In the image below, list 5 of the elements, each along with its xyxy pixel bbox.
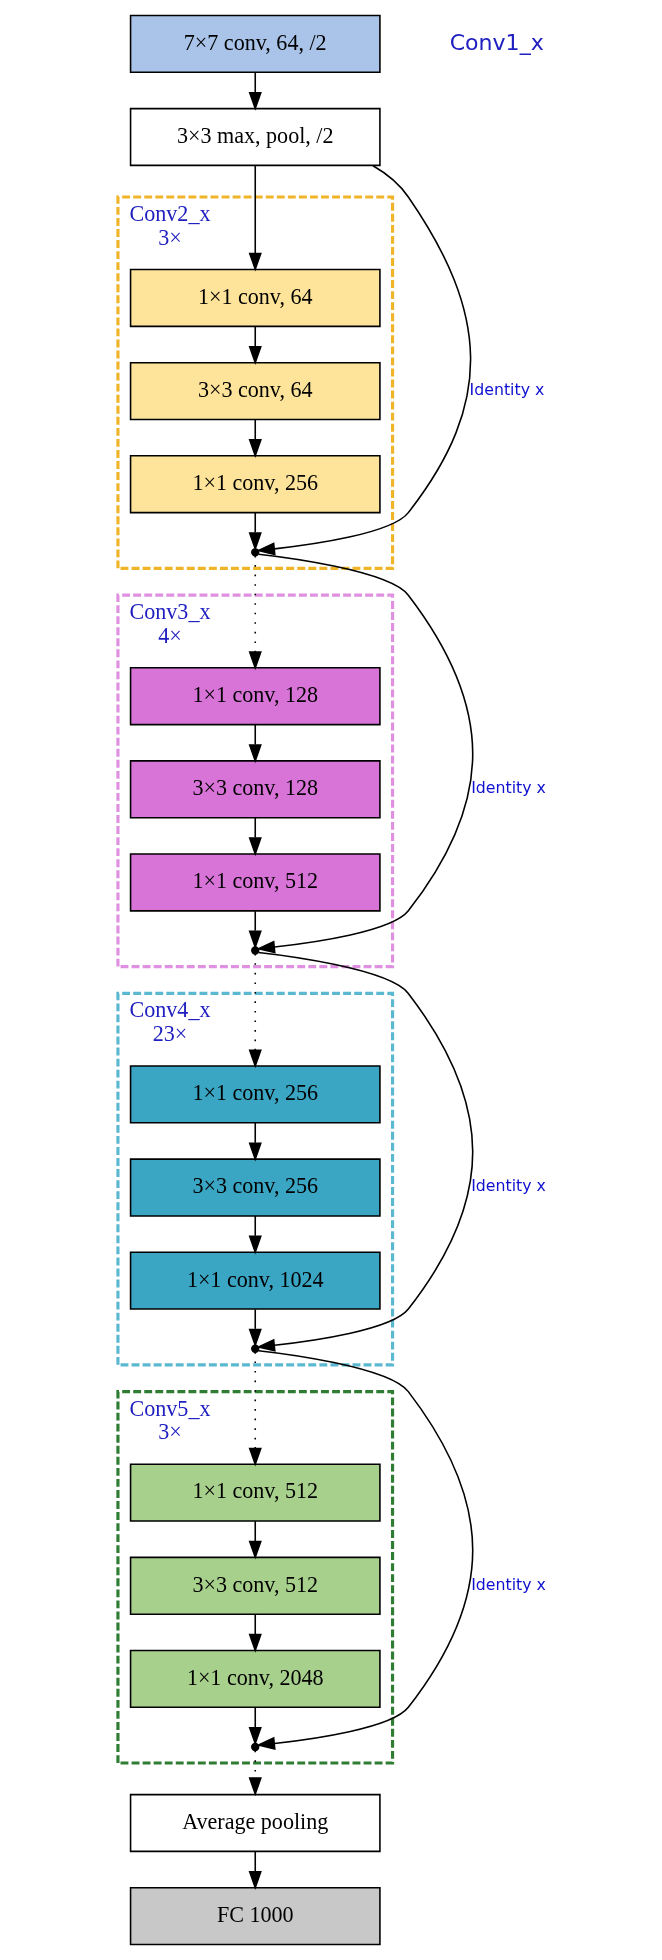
label: Conv1_x <box>449 28 544 55</box>
edge-label: Identity x <box>471 1574 546 1594</box>
edge-label: Identity x <box>469 380 545 400</box>
edge-label: Identity x <box>471 1176 546 1196</box>
edge-label: Identity x <box>471 778 546 798</box>
